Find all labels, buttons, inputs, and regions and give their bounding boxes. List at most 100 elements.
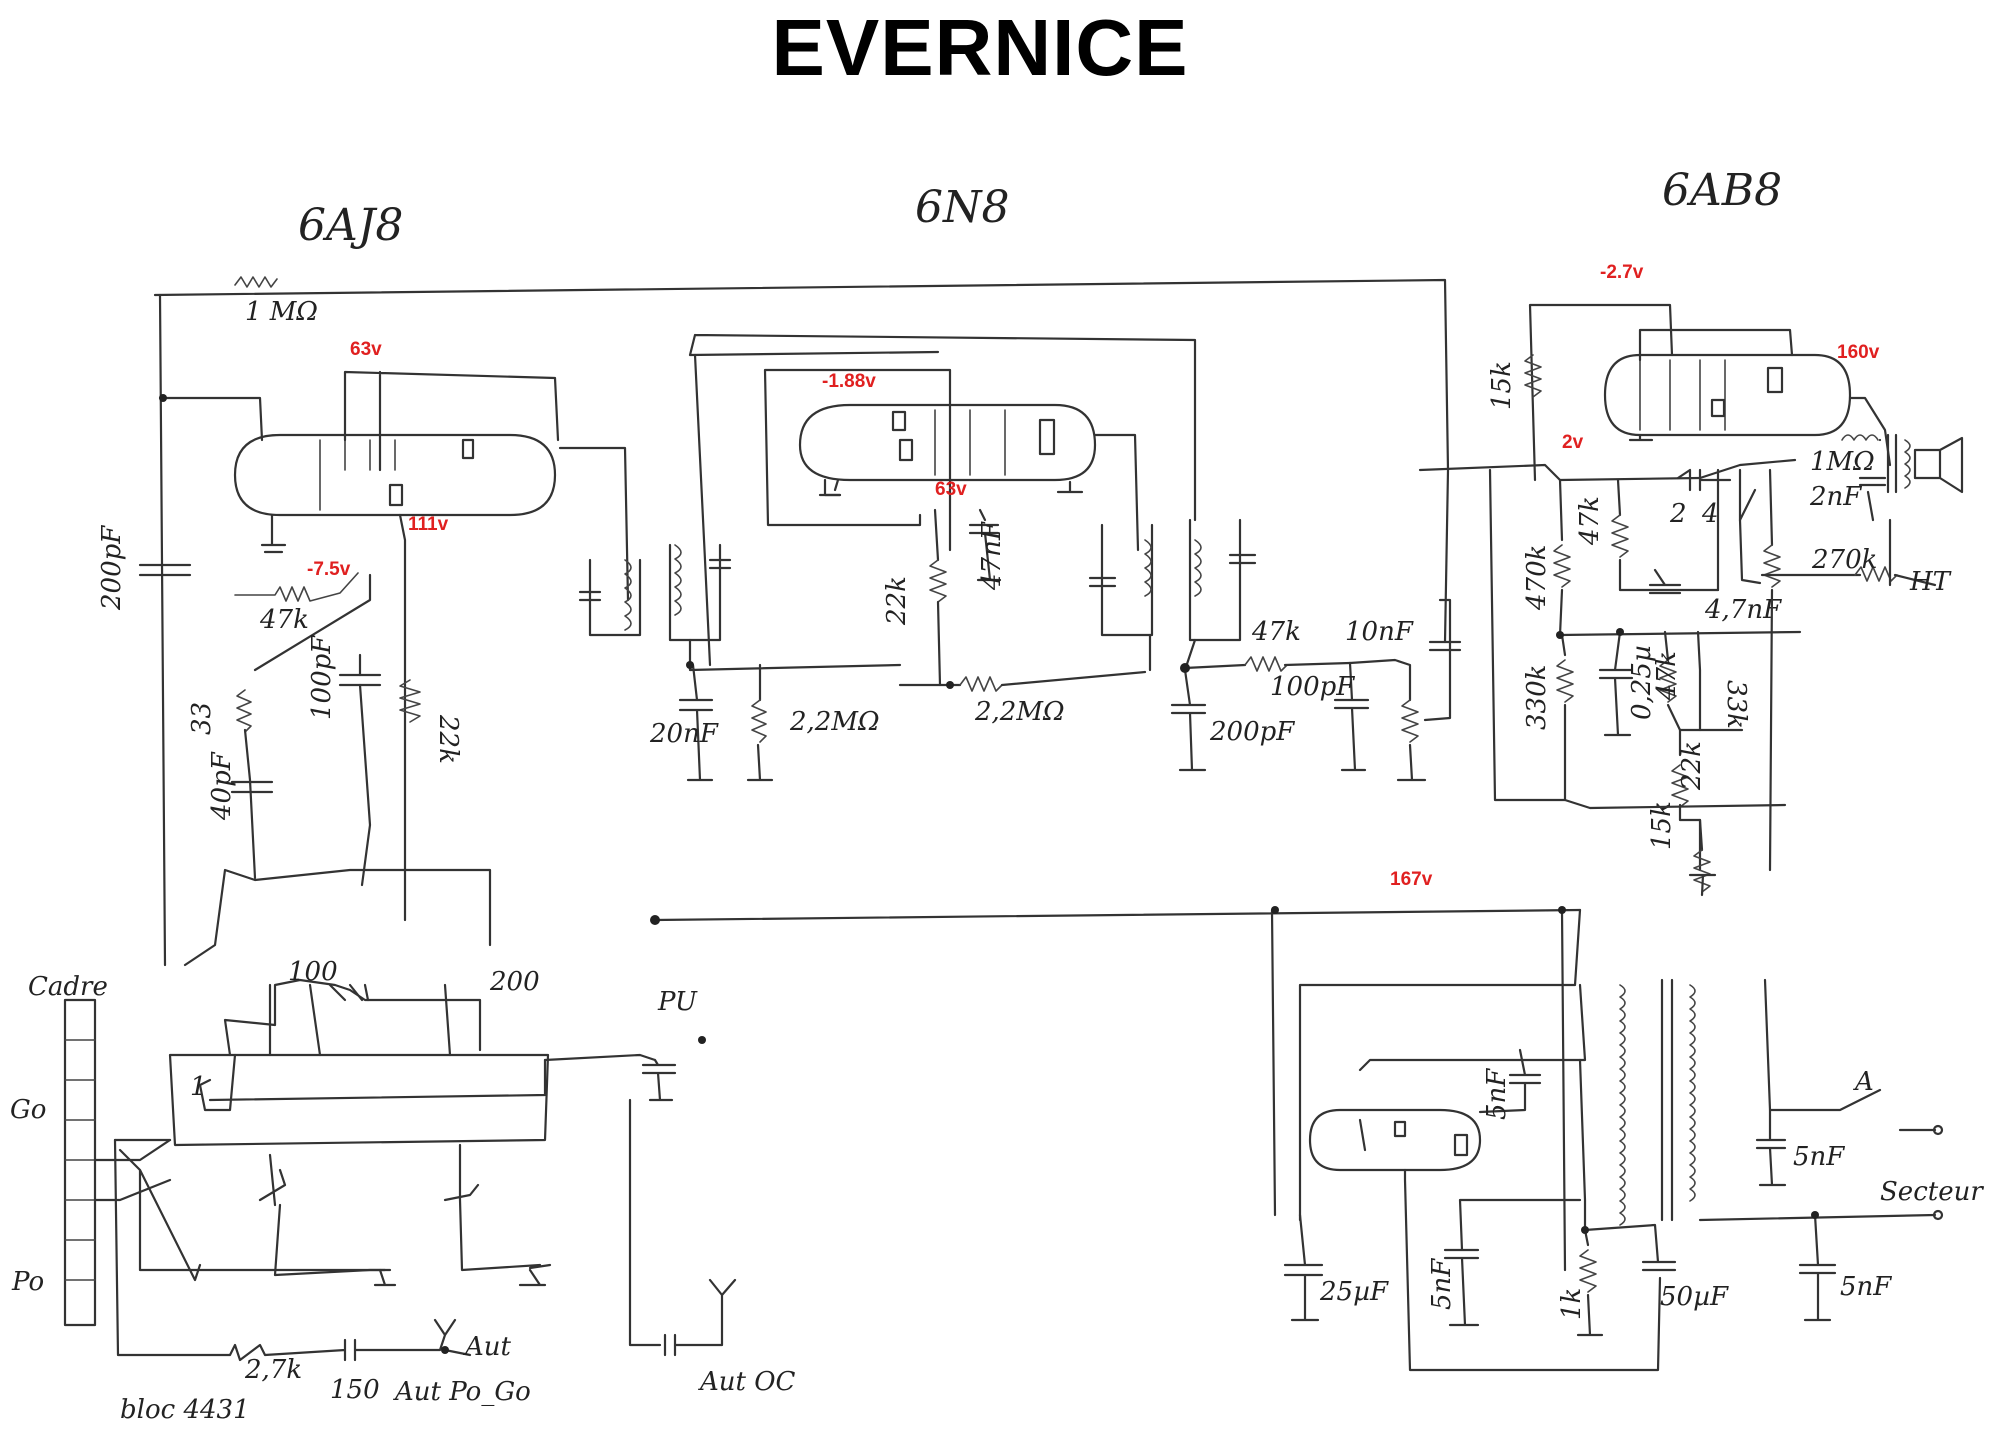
tube-6aj8 [158, 370, 630, 922]
svg-text:22k: 22k [433, 714, 463, 764]
svg-text:5nF: 5nF [1427, 1258, 1457, 1310]
svg-text:1MΩ: 1MΩ [1810, 447, 1875, 477]
resistor-33: 33 [187, 689, 252, 735]
svg-text:100: 100 [288, 957, 338, 987]
svg-text:2,2MΩ: 2,2MΩ [974, 697, 1065, 727]
output-transformer-speaker: 1MΩ 2nF [1809, 433, 1964, 522]
capacitor-20nf: 20nF [649, 663, 719, 782]
svg-text:20nF: 20nF [649, 719, 719, 749]
tube-6ab8 [1528, 303, 1892, 482]
capacitor-200pf-b: 200pF [1170, 668, 1295, 772]
resistor-15k: 15k [1487, 354, 1542, 410]
svg-text:200pF: 200pF [1209, 717, 1295, 747]
tube-label-6ab8: 6AB8 [1662, 165, 1782, 216]
svg-text:47k: 47k [1251, 617, 1301, 647]
svg-text:15k: 15k [1647, 801, 1677, 850]
resistor-47k-b: 47k [1183, 617, 1352, 672]
power-supply: 5nF 5nF 25µF 1k 50µF A 5nF Secteur 5nF [1283, 908, 1984, 1372]
svg-text:50µF: 50µF [1660, 1282, 1729, 1312]
resistor-22k-b: 22k [882, 508, 947, 687]
svg-text:33k: 33k [1721, 680, 1751, 729]
voltage-annotations: 63v 111v -7.5v -1.88v 63v -2.7v 160v 2v … [307, 262, 1880, 890]
svg-text:bloc 4431: bloc 4431 [120, 1395, 250, 1425]
volume-potentiometer [1396, 468, 1462, 782]
bias-network-6ab8: 470k 47k 2 4 4,7nF 270k HT [1522, 468, 1952, 872]
svg-text:25µF: 25µF [1319, 1277, 1389, 1307]
capacitor-47nf-a: 47nF [968, 508, 1007, 591]
svg-text:4,7nF: 4,7nF [1704, 595, 1782, 625]
svg-text:40pF: 40pF [207, 751, 237, 821]
svg-text:Secteur: Secteur [1880, 1177, 1984, 1207]
svg-text:5nF: 5nF [1840, 1272, 1892, 1302]
svg-text:PU: PU [657, 987, 698, 1017]
svg-text:Cadre: Cadre [28, 972, 108, 1002]
svg-text:HT: HT [1909, 567, 1952, 597]
svg-text:47k: 47k [1575, 496, 1605, 546]
svg-text:5nF: 5nF [1793, 1142, 1845, 1172]
svg-text:470k: 470k [1522, 545, 1552, 611]
svg-text:47nF: 47nF [977, 521, 1007, 591]
voltage-111v: 111v [408, 514, 449, 535]
voltage-minus-7-5v: -7.5v [307, 559, 351, 580]
svg-text:A: A [1853, 1067, 1874, 1097]
svg-text:22k: 22k [1677, 741, 1707, 791]
svg-text:2,2MΩ: 2,2MΩ [789, 707, 880, 737]
svg-text:Aut OC: Aut OC [698, 1367, 796, 1397]
svg-text:47k: 47k [1652, 651, 1682, 701]
svg-text:2,7k: 2,7k [244, 1355, 302, 1385]
capacitor-200pf-left: 200pF [97, 525, 192, 611]
svg-text:1: 1 [190, 1072, 207, 1102]
capacitor-10nf: 10nF [1345, 617, 1414, 702]
svg-text:100pF: 100pF [307, 635, 337, 720]
voltage-167v: 167v [1390, 869, 1433, 890]
coil-6n8-left [578, 543, 902, 672]
svg-text:0,25µ: 0,25µ [1627, 645, 1657, 720]
svg-text:4: 4 [1701, 499, 1719, 529]
svg-text:Aut Po_Go: Aut Po_Go [393, 1377, 531, 1407]
bias-network-lower: 330k 0,25µ 47k 33k 22k 15k [1488, 468, 1787, 897]
svg-text:10nF: 10nF [1345, 617, 1414, 647]
svg-text:33: 33 [187, 702, 217, 735]
capacitor-100pf-b: 100pF [1270, 661, 1370, 772]
svg-text:Aut: Aut [463, 1332, 512, 1362]
svg-text:47k: 47k [259, 605, 309, 635]
cadre-frame-antenna: Cadre Go Po [10, 972, 172, 1327]
tube-6n8 [688, 333, 1197, 667]
svg-text:2: 2 [1669, 499, 1687, 529]
svg-text:Go: Go [10, 1095, 46, 1125]
schematic-title: EVERNICE [771, 3, 1189, 92]
voltage-63v-6aj8: 63v [350, 339, 382, 360]
svg-text:150: 150 [330, 1375, 380, 1405]
tube-label-6aj8: 6AJ8 [298, 200, 403, 251]
svg-text:Po: Po [11, 1267, 44, 1297]
voltage-63v-6n8: 63v [935, 479, 967, 500]
resistor-47k-grid: 47k [234, 572, 359, 635]
svg-text:15k: 15k [1487, 361, 1517, 410]
svg-text:5nF: 5nF [1482, 1068, 1512, 1120]
svg-text:200: 200 [489, 967, 540, 997]
svg-text:22k: 22k [882, 576, 912, 626]
junction-dots [159, 394, 1819, 1354]
svg-text:100pF: 100pF [1270, 672, 1355, 702]
svg-text:330k: 330k [1522, 665, 1552, 730]
tube-label-6n8: 6N8 [915, 182, 1010, 233]
svg-text:2nF: 2nF [1809, 482, 1862, 512]
voltage-minus-2-7v: -2.7v [1600, 262, 1644, 283]
svg-text:200pF: 200pF [97, 525, 127, 611]
ht-rail [153, 278, 1582, 1272]
svg-text:270k: 270k [1811, 545, 1877, 575]
resistor-2-2m-osc: 2,2MΩ [746, 663, 880, 782]
capacitor-40pf: 40pF [207, 751, 274, 821]
voltage-2v: 2v [1562, 432, 1584, 453]
svg-text:1 MΩ: 1 MΩ [245, 297, 318, 327]
bloc-4431: 100 200 1 PU 2,7k 150 Aut Aut Po_Go Aut … [113, 868, 796, 1425]
capacitor-100pf-a: 100pF [307, 635, 382, 720]
svg-text:1k: 1k [1557, 1288, 1587, 1320]
resistor-2-2m-b: 2,2MΩ [898, 670, 1147, 727]
coil-6n8-right [1088, 518, 1257, 672]
resistor-22k-a: 22k [399, 679, 463, 764]
voltage-minus-1-88v: -1.88v [822, 371, 876, 392]
voltage-160v: 160v [1837, 342, 1880, 363]
resistor-1m-top: 1 MΩ [234, 276, 318, 327]
